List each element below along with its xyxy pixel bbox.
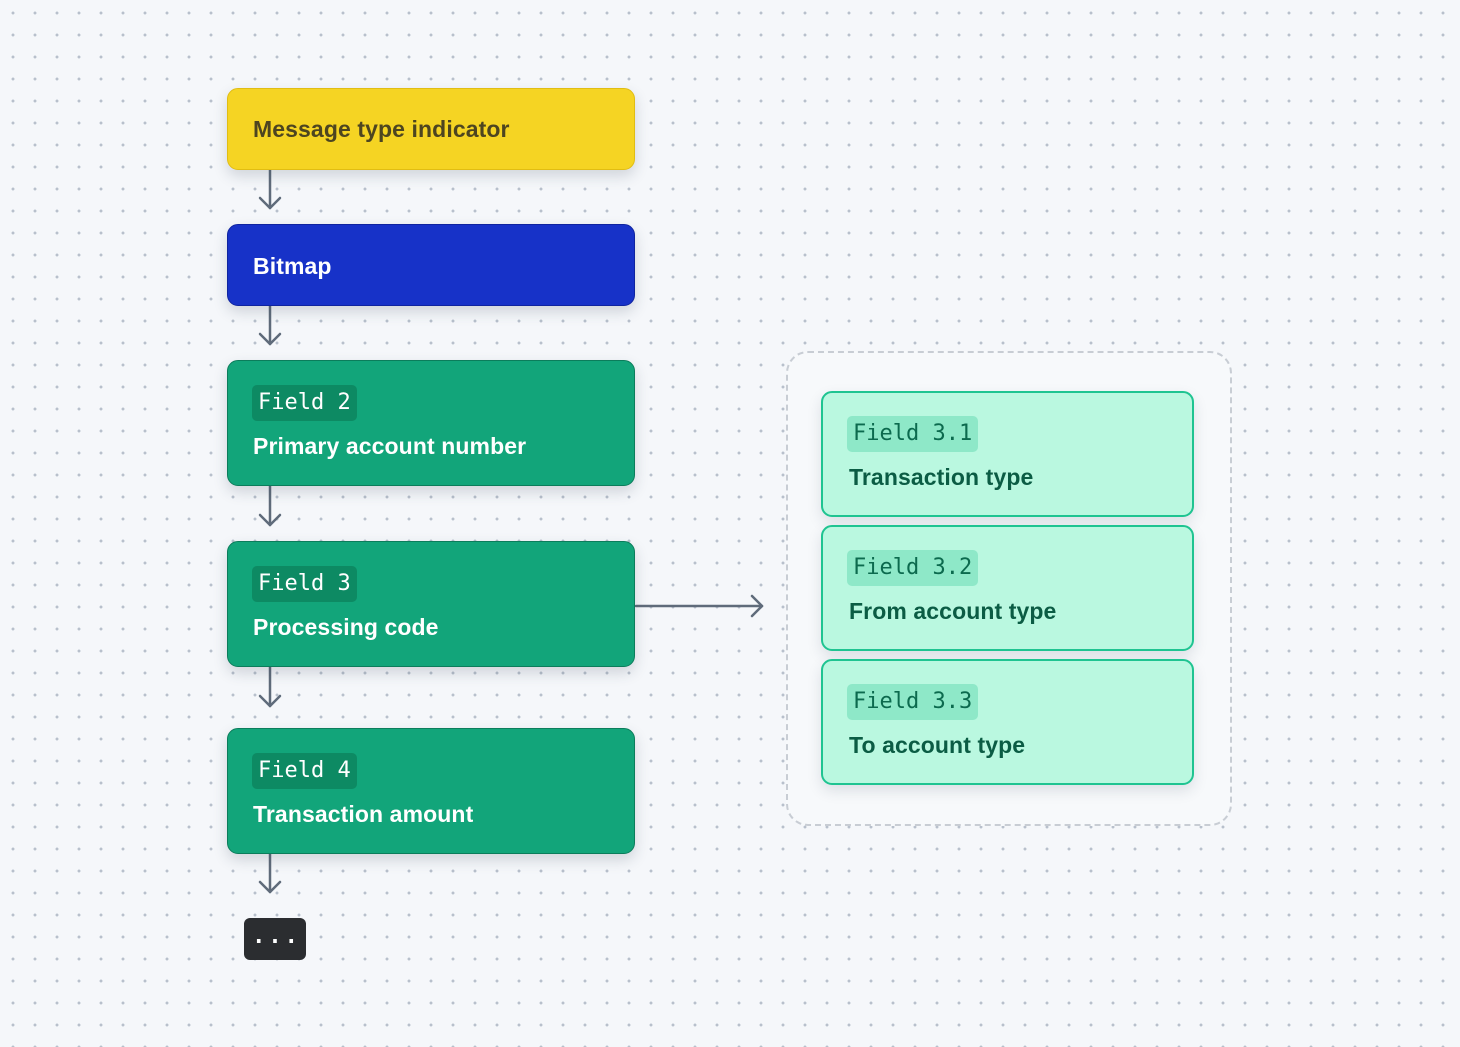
field-tag: Field 3 [252,566,357,602]
node-title: Transaction type [849,464,1034,490]
field-tag: Field 3.2 [847,550,979,586]
node-title: Transaction amount [253,801,474,827]
field-tag: Field 3.1 [847,416,979,452]
field-3-3-node[interactable]: Field 3.3 To account type [821,659,1194,785]
bitmap-node[interactable]: Bitmap [227,224,635,306]
more-fields-ellipsis[interactable]: ... [244,918,306,960]
field-tag: Field 3.3 [847,684,979,720]
message-type-indicator-node[interactable]: Message type indicator [227,88,635,170]
down-arrow-icon [258,852,282,894]
node-title: From account type [849,598,1057,624]
node-title: To account type [849,732,1026,758]
field-4-node[interactable]: Field 4 Transaction amount [227,728,635,854]
down-arrow-icon [258,168,282,210]
node-title: Primary account number [253,433,527,459]
field-2-node[interactable]: Field 2 Primary account number [227,360,635,486]
node-title: Message type indicator [253,116,510,142]
field-3-2-node[interactable]: Field 3.2 From account type [821,525,1194,651]
node-title: Bitmap [253,253,332,279]
field-3-node[interactable]: Field 3 Processing code [227,541,635,667]
down-arrow-icon [258,304,282,346]
down-arrow-icon [258,665,282,708]
field-3-1-node[interactable]: Field 3.1 Transaction type [821,391,1194,517]
node-title: Processing code [253,614,439,640]
down-arrow-icon [258,484,282,527]
field-tag: Field 4 [252,753,357,789]
field-tag: Field 2 [252,385,357,421]
right-arrow-icon [634,594,764,618]
